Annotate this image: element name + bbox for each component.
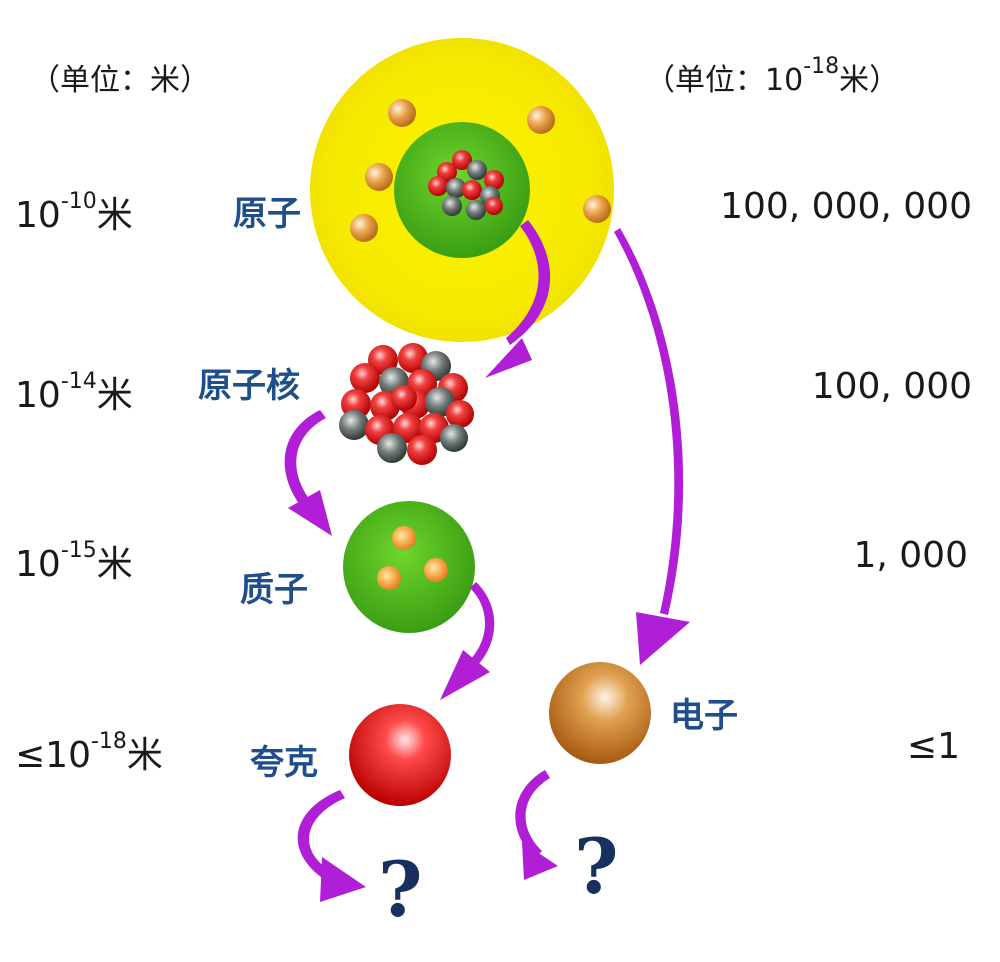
atom-graphic [310,38,614,342]
scale-base: 10 [45,735,91,776]
value-nucleus: 100, 000 [811,366,972,407]
left-unit-header: （单位：米） [30,55,210,99]
right-unit-header: （单位：10-18米） [645,54,900,99]
label-proton: 质子 [240,570,308,610]
quark-graphic [349,704,451,806]
scale-unit: 米 [96,544,133,585]
scale-base: 10 [15,195,61,236]
scale-prefix: ≤ [15,735,46,776]
scale-base: 10 [15,375,61,416]
proton-graphic [343,501,475,633]
atom-electrons [350,99,611,242]
scale-proton: 10-15米 [15,535,133,587]
left-unit-text: 米 [150,63,180,98]
electron-graphic [549,662,651,764]
left-unit-suffix: ） [180,63,210,98]
atom-nucleus-cluster [428,150,504,220]
label-nucleus: 原子核 [198,366,300,406]
scale-quark-electron: ≤10-18米 [15,726,163,778]
scale-exponent: -14 [60,369,97,394]
electron-unknown-question: ? [574,822,619,911]
right-unit-suffix: 米） [839,63,900,98]
quark-unknown-question: ? [378,845,423,934]
right-unit-prefix: （单位：10 [645,63,804,98]
value-proton: 1, 000 [853,535,968,576]
arrows [284,220,690,902]
value-atom: 100, 000, 000 [720,186,972,227]
left-unit-prefix: （单位： [30,63,150,98]
scale-exponent: -10 [60,189,97,214]
label-electron: 电子 [670,696,738,736]
scale-unit: 米 [96,375,133,416]
label-atom: 原子 [233,194,301,234]
label-quark: 夸克 [250,743,318,783]
scale-nucleus: 10-14米 [15,366,133,418]
scale-exponent: -15 [60,538,97,563]
right-unit-exponent: -18 [803,54,840,79]
scale-base: 10 [15,544,61,585]
scale-unit: 米 [126,735,163,776]
scale-unit: 米 [96,195,133,236]
value-quark-electron: ≤1 [906,726,960,767]
nucleus-graphic [339,343,474,465]
scale-atom: 10-10米 [15,186,133,238]
scale-exponent: -18 [90,729,127,754]
